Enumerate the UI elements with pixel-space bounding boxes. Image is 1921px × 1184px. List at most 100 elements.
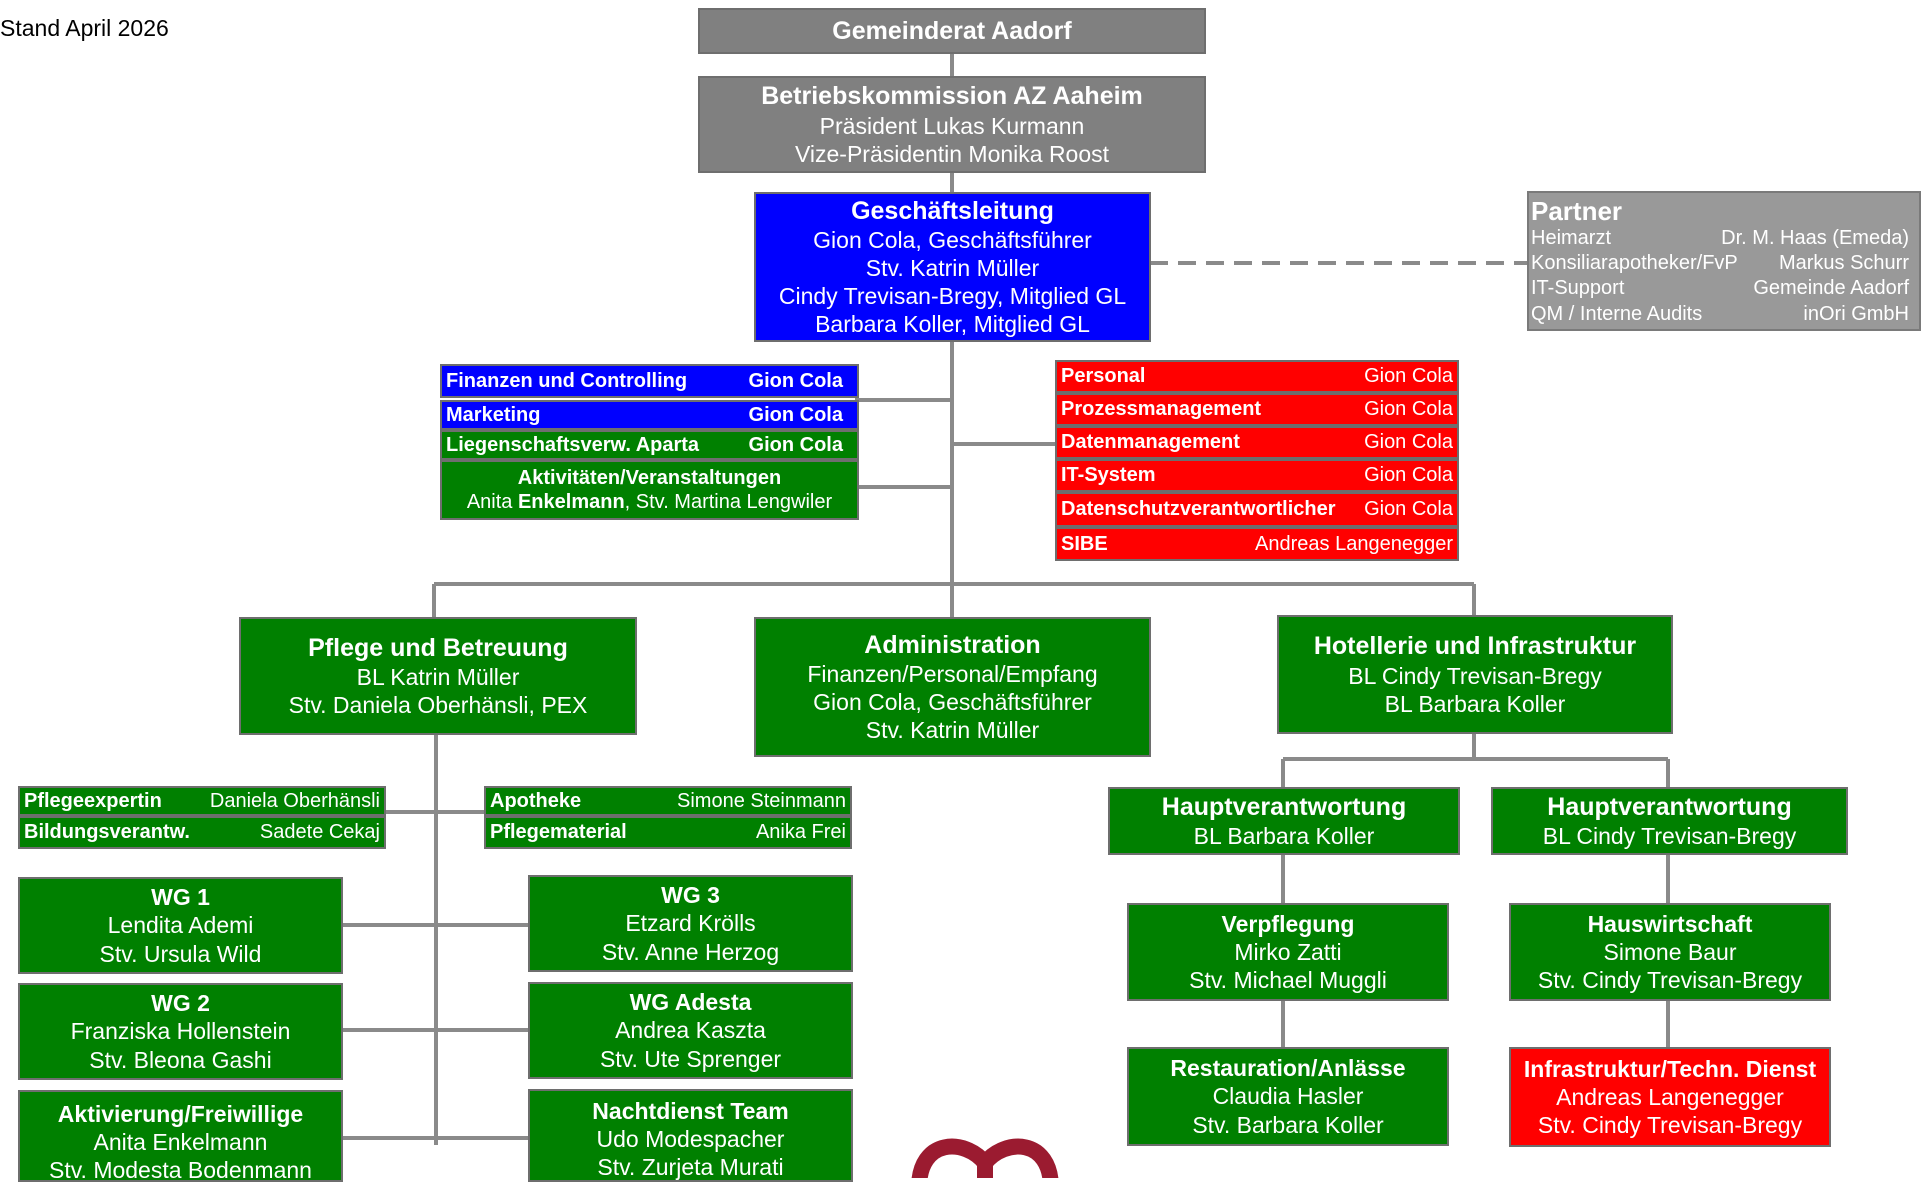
partner-role: IT-Support — [1531, 277, 1625, 300]
nachtdienst-box: Nachtdienst Team Udo Modespacher Stv. Zu… — [528, 1089, 853, 1182]
geschaeftsleitung-title: Geschäftsleitung — [851, 196, 1054, 225]
staff-name: Gion Cola — [748, 433, 843, 456]
geschaeftsleitung-line: Gion Cola, Geschäftsführer — [813, 227, 1092, 254]
verpflegung-line: Mirko Zatti — [1234, 938, 1342, 965]
geschaeftsleitung-line: Barbara Koller, Mitglied GL — [815, 311, 1090, 338]
bildungsverantw-row: Bildungsverantw. Sadete Cekaj — [18, 816, 386, 849]
partner-name: Markus Schurr — [1778, 251, 1909, 274]
staff-name: Simone Steinmann — [677, 789, 846, 812]
geschaeftsleitung-line: Stv. Katrin Müller — [865, 255, 1040, 282]
staff-label: Apotheke — [490, 789, 582, 812]
wgadesta-line: Stv. Ute Sprenger — [599, 1045, 782, 1072]
aktivierung-line: Anita Enkelmann — [93, 1129, 268, 1156]
staff-label: Pflegematerial — [490, 821, 627, 843]
administration-line: Stv. Katrin Müller — [865, 717, 1040, 744]
apotheke-row: Apotheke Simone Steinmann — [484, 786, 852, 816]
wg2-line: Stv. Bleona Gashi — [89, 1046, 272, 1073]
wgadesta-line: Andrea Kaszta — [615, 1017, 766, 1044]
partner-title: Partner — [1531, 196, 1623, 226]
staff-it-system: IT-System Gion Cola — [1055, 459, 1459, 492]
pflege-title: Pflege und Betreuung — [308, 633, 568, 662]
staff-name: Gion Cola — [1364, 464, 1453, 486]
staff-label: Datenmanagement — [1061, 431, 1240, 453]
verpflegung-box: Verpflegung Mirko Zatti Stv. Michael Mug… — [1127, 903, 1449, 1001]
administration-line: Finanzen/Personal/Empfang — [807, 661, 1098, 688]
partner-name: Dr. M. Haas (Emeda) — [1721, 226, 1909, 249]
staff-name: Andreas Langenegger — [1255, 532, 1453, 555]
pflege-box: Pflege und Betreuung BL Katrin Müller St… — [239, 617, 637, 735]
hotellerie-line: BL Cindy Trevisan-Bregy — [1348, 662, 1602, 689]
hauptverantwortung-trevisan-box: Hauptverantwortung BL Cindy Trevisan-Bre… — [1491, 787, 1848, 855]
staff-liegenschaft: Liegenschaftsverw. Aparta Gion Cola — [440, 430, 859, 460]
hv1-line: BL Barbara Koller — [1193, 823, 1375, 850]
wgadesta-title: WG Adesta — [629, 989, 752, 1016]
hauptverantwortung-koller-box: Hauptverantwortung BL Barbara Koller — [1108, 787, 1460, 855]
staff-label: Marketing — [446, 403, 541, 426]
aktivierung-box: Aktivierung/Freiwillige Anita Enkelmann … — [18, 1090, 343, 1184]
infrastruktur-title: Infrastruktur/Techn. Dienst — [1523, 1055, 1817, 1082]
administration-line: Gion Cola, Geschäftsführer — [813, 689, 1092, 716]
geschaeftsleitung-box: Geschäftsleitung Gion Cola, Geschäftsfüh… — [754, 192, 1151, 342]
staff-prozessmanagement: Prozessmanagement Gion Cola — [1055, 393, 1459, 426]
version-date: Stand April 2026 — [0, 15, 169, 41]
staff-label: IT-System — [1061, 464, 1156, 486]
partner-row: Konsiliarapotheker/FvP Markus Schurr — [1531, 251, 1909, 276]
verpflegung-line: Stv. Michael Muggli — [1189, 967, 1387, 994]
staff-label: Liegenschaftsverw. Aparta — [446, 433, 700, 456]
restauration-box: Restauration/Anlässe Claudia Hasler Stv.… — [1127, 1047, 1449, 1146]
partner-role: Konsiliarapotheker/FvP — [1531, 251, 1738, 274]
staff-name: Gion Cola — [1364, 431, 1453, 453]
wg3-title: WG 3 — [661, 882, 720, 909]
staff-name: Gion Cola — [1364, 398, 1453, 420]
hotellerie-line: BL Barbara Koller — [1384, 690, 1566, 717]
betriebskommission-title: Betriebskommission AZ Aaheim — [761, 82, 1143, 111]
staff-label: Prozessmanagement — [1061, 398, 1262, 420]
administration-box: Administration Finanzen/Personal/Empfang… — [754, 617, 1151, 757]
infrastruktur-line: Andreas Langenegger — [1556, 1083, 1784, 1110]
wg2-line: Franziska Hollenstein — [70, 1018, 291, 1045]
hauswirtschaft-box: Hauswirtschaft Simone Baur Stv. Cindy Tr… — [1509, 903, 1831, 1001]
aktivitaeten-box: Aktivitäten/Veranstaltungen Anita Enkelm… — [440, 460, 859, 520]
hotellerie-title: Hotellerie und Infrastruktur — [1313, 632, 1637, 661]
aktivitaeten-bold: Enkelmann — [517, 491, 625, 513]
hv1-title: Hauptverantwortung — [1161, 792, 1407, 821]
staff-label: Datenschutzverantwortlicher — [1061, 498, 1336, 520]
staff-finanzen: Finanzen und Controlling Gion Cola — [440, 364, 859, 398]
nachtdienst-line: Stv. Zurjeta Murati — [597, 1154, 784, 1181]
betriebskommission-box: Betriebskommission AZ Aaheim Präsident L… — [698, 76, 1206, 173]
wg1-box: WG 1 Lendita Ademi Stv. Ursula Wild — [18, 877, 343, 974]
staff-name: Gion Cola — [748, 403, 843, 426]
wg1-title: WG 1 — [151, 884, 210, 911]
wg2-box: WG 2 Franziska Hollenstein Stv. Bleona G… — [18, 983, 343, 1080]
pflege-line: Stv. Daniela Oberhänsli, PEX — [288, 692, 588, 719]
partner-role: QM / Interne Audits — [1531, 302, 1703, 325]
staff-label: Bildungsverantw. — [24, 821, 190, 843]
staff-name: Sadete Cekaj — [259, 821, 380, 843]
staff-personal: Personal Gion Cola — [1055, 360, 1459, 393]
hauswirtschaft-line: Stv. Cindy Trevisan-Bregy — [1537, 967, 1803, 994]
pflegeexpertin-row: Pflegeexpertin Daniela Oberhänsli — [18, 786, 386, 816]
hauswirtschaft-title: Hauswirtschaft — [1587, 910, 1753, 937]
aktivitaeten-line: Anita Enkelmann, Stv. Martina Lengwiler — [442, 490, 857, 514]
aaheim-logo-icon — [911, 1138, 1059, 1178]
nachtdienst-line: Udo Modespacher — [596, 1126, 785, 1153]
staff-label: Finanzen und Controlling — [446, 369, 688, 392]
partner-row: IT-Support Gemeinde Aadorf — [1531, 276, 1909, 301]
staff-marketing: Marketing Gion Cola — [440, 400, 859, 430]
staff-name: Anika Frei — [755, 821, 846, 843]
restauration-title: Restauration/Anlässe — [1170, 1055, 1406, 1082]
hotellerie-box: Hotellerie und Infrastruktur BL Cindy Tr… — [1277, 615, 1673, 734]
pflegematerial-row: Pflegematerial Anika Frei — [484, 816, 852, 849]
partner-name: Gemeinde Aadorf — [1753, 277, 1909, 300]
hv2-line: BL Cindy Trevisan-Bregy — [1542, 823, 1797, 850]
aktivitaeten-suffix: , Stv. Martina Lengwiler — [624, 491, 833, 513]
staff-datenmanagement: Datenmanagement Gion Cola — [1055, 426, 1459, 459]
restauration-line: Stv. Barbara Koller — [1192, 1111, 1384, 1138]
aktivierung-line: Stv. Modesta Bodenmann — [49, 1157, 312, 1184]
restauration-line: Claudia Hasler — [1212, 1083, 1364, 1110]
wg2-title: WG 2 — [151, 990, 210, 1017]
